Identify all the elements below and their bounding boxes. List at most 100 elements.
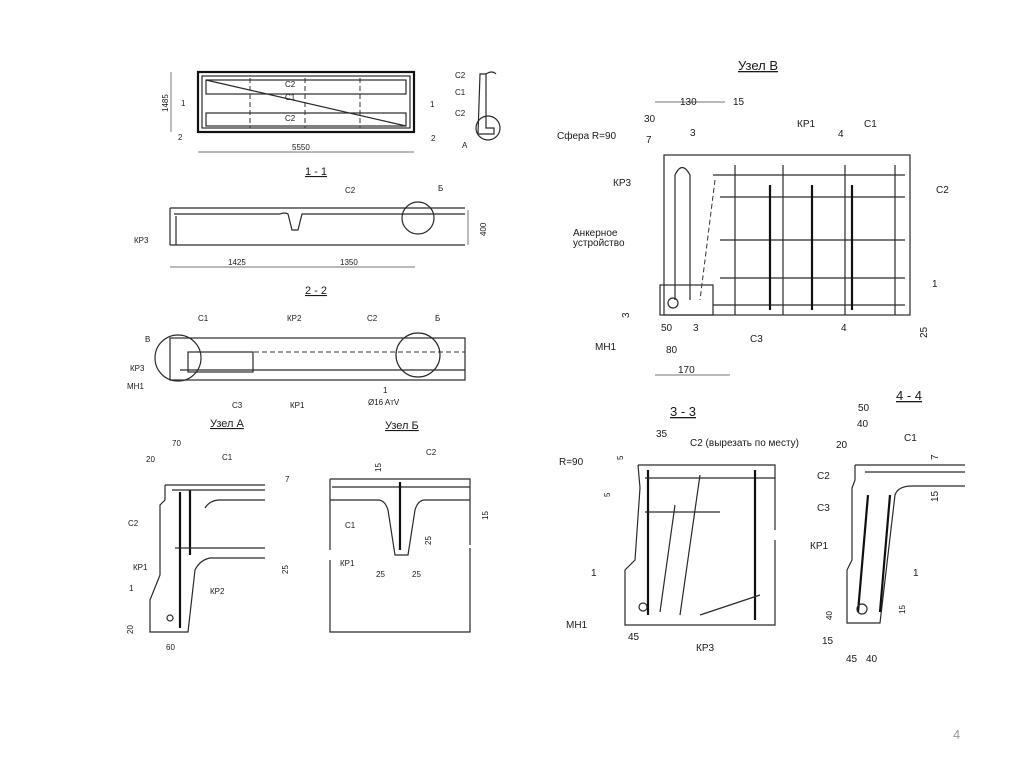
label: С2 <box>128 519 139 528</box>
label: устройство <box>573 238 625 249</box>
section-title: 1 - 1 <box>305 166 327 178</box>
section-title: 2 - 2 <box>305 285 327 297</box>
label: С1 <box>222 453 233 462</box>
dimension: 15 <box>822 636 834 647</box>
dimension: 40 <box>825 611 834 620</box>
dimension: 45 <box>846 654 858 665</box>
dimension: 50 <box>661 323 673 334</box>
label: КР3 <box>130 364 145 373</box>
dimension: 25 <box>281 565 290 574</box>
label: Б <box>435 314 440 323</box>
label: 1 <box>932 279 938 290</box>
label: С2 <box>285 80 296 89</box>
cut-marker: 4 <box>841 323 847 334</box>
cut-marker: 2 <box>431 134 436 143</box>
dimension: 20 <box>836 440 848 451</box>
section-3-3: 3 - 3 35 С2 (вырезать по месту) R=90 5 5… <box>559 404 799 654</box>
side-detail: С2 С1 С2 А <box>455 71 501 150</box>
label: R=90 <box>559 457 584 468</box>
label: С2 (вырезать по месту) <box>690 438 799 449</box>
section-title: 3 - 3 <box>670 404 696 419</box>
dimension: 15 <box>930 490 941 502</box>
label: КР1 <box>133 563 148 572</box>
label: КР1 <box>290 401 305 410</box>
dimension: 30 <box>644 114 656 125</box>
label: МН1 <box>566 620 588 631</box>
dimension: 25 <box>424 536 433 545</box>
label: КР3 <box>134 236 149 245</box>
dimension: 60 <box>166 643 175 652</box>
cut-marker: 2 <box>178 133 183 142</box>
cut-marker: 4 <box>838 129 844 140</box>
label: С1 <box>455 88 466 97</box>
dimension: 7 <box>646 135 652 146</box>
dimension: 40 <box>857 419 869 430</box>
label: КР2 <box>287 314 302 323</box>
dimension: 3 <box>621 312 632 318</box>
label: А <box>462 141 468 150</box>
section-2-2: 2 - 2 С1 КР2 С2 Б В КР3 МН1 С3 КР1 1 Ø16… <box>127 285 466 410</box>
label: С3 <box>817 503 830 514</box>
node-a: Узел А 70 20 С1 7 С2 КР1 КР2 1 25 20 60 <box>126 418 290 652</box>
cut-marker: 1 <box>430 100 435 109</box>
label: С2 <box>345 186 356 195</box>
dimension: 1425 <box>228 258 246 267</box>
dimension: 130 <box>680 97 697 108</box>
label: КР1 <box>340 559 355 568</box>
label: МН1 <box>127 382 144 391</box>
plan-view: 1485 5550 1 1 2 2 С2 С1 С2 <box>161 70 436 153</box>
dimension: 25 <box>412 570 421 579</box>
dimension: 15 <box>481 511 490 520</box>
dimension: 20 <box>126 625 135 634</box>
dimension: 170 <box>678 365 695 376</box>
dimension: 400 <box>479 222 488 236</box>
label: 1 <box>129 584 134 593</box>
cut-marker: 1 <box>181 99 186 108</box>
label: Б <box>438 184 443 193</box>
label: С1 <box>904 433 917 444</box>
section-1-1: 1 - 1 С2 Б КР3 1425 1350 400 <box>134 166 488 268</box>
plan-dim-length: 5550 <box>292 143 310 152</box>
label: КР1 <box>810 541 828 552</box>
label: С2 <box>285 114 296 123</box>
label: КР1 <box>797 119 815 130</box>
label: С1 <box>345 521 356 530</box>
label: КР3 <box>696 643 714 654</box>
label: С2 <box>367 314 378 323</box>
dimension: 70 <box>172 439 181 448</box>
label: 1 <box>913 568 919 579</box>
label: В <box>145 335 150 344</box>
dimension: 1350 <box>340 258 358 267</box>
dimension: 15 <box>374 463 383 472</box>
dimension: 20 <box>146 455 155 464</box>
label: 1 <box>383 386 388 395</box>
section-title: Узел А <box>210 418 245 430</box>
node-v: Узел В 130 15 30 Сфера R=90 7 3 КР1 4 С1… <box>557 58 949 376</box>
plan-dim-height: 1485 <box>161 94 170 112</box>
dimension: 50 <box>858 403 870 414</box>
dimension: 35 <box>656 429 668 440</box>
label: С1 <box>285 93 296 102</box>
label: С3 <box>750 334 763 345</box>
dimension: 7 <box>285 475 290 484</box>
section-title: Узел Б <box>385 420 419 432</box>
dimension: 15 <box>898 605 907 614</box>
label: Сфера R=90 <box>557 130 617 142</box>
label: МН1 <box>595 342 617 353</box>
cut-marker: 3 <box>690 128 696 139</box>
dimension: 45 <box>628 632 640 643</box>
label: С2 <box>817 471 830 482</box>
label: Ø16 AтV <box>368 398 400 407</box>
dimension: 40 <box>866 654 878 665</box>
dimension: 5 <box>616 455 625 460</box>
label: Анкерное <box>573 228 618 239</box>
dimension: 5 <box>603 492 612 497</box>
label: С2 <box>455 71 466 80</box>
page-number: 4 <box>953 727 961 742</box>
label: С3 <box>232 401 243 410</box>
label: КР3 <box>613 178 631 189</box>
dimension: 25 <box>919 326 930 338</box>
label: КР2 <box>210 587 225 596</box>
label: С1 <box>864 119 877 130</box>
